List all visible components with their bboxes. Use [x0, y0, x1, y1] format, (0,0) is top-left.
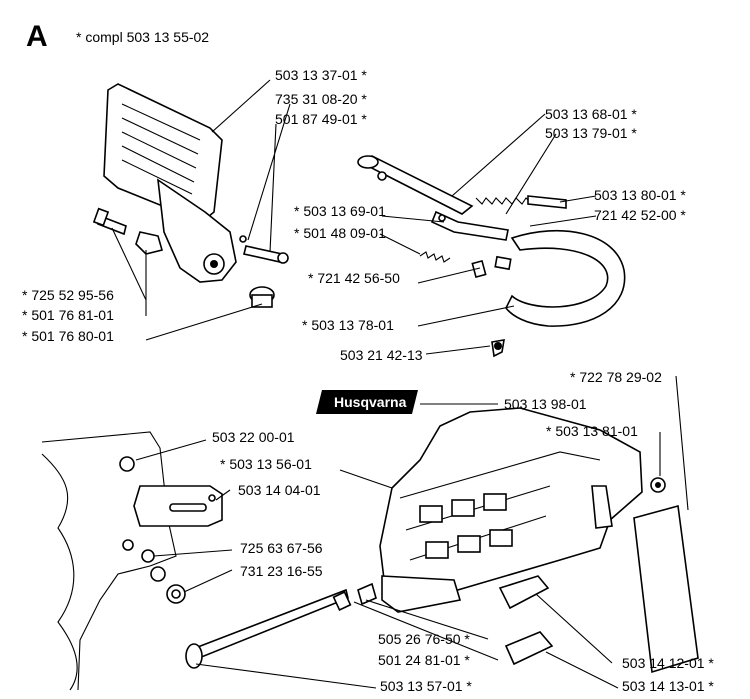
crankcase-outline	[41, 431, 177, 691]
bar-adjuster-screw	[185, 588, 349, 669]
part-label-505-26-76-50: 505 26 76-50 *	[378, 631, 470, 647]
part-label-725-52-95-56: * 725 52 95-56	[22, 287, 114, 303]
brake-pin-drawing	[527, 195, 567, 209]
guard-handle-drawing	[103, 83, 237, 283]
clutch-cover-drawing	[379, 407, 643, 613]
cover-screw-drawing	[650, 477, 666, 493]
part-label-503-22-00-01: 503 22 00-01	[212, 429, 295, 445]
brake-band-drawing	[505, 229, 626, 327]
decal-brand-text: Husqvarna	[334, 394, 407, 410]
part-label-503-14-04-01: 503 14 04-01	[238, 482, 321, 498]
part-number-labels: 503 13 37-01 * 735 31 08-20 * 501 87 49-01…	[22, 67, 714, 694]
part-label-503-13-37-01: 503 13 37-01 *	[275, 67, 367, 83]
part-label-722-78-29-02: * 722 78 29-02	[570, 369, 662, 385]
part-label-503-13-56-01: * 503 13 56-01	[220, 456, 312, 472]
part-label-503-13-81-01: * 503 13 81-01	[546, 423, 638, 439]
part-label-503-13-98-01: 503 13 98-01	[504, 396, 587, 412]
part-label-721-42-52-00: 721 42 52-00 *	[594, 207, 686, 223]
part-label-501-76-80-01: * 501 76 80-01	[22, 328, 114, 344]
part-label-503-13-57-01: 503 13 57-01 *	[380, 678, 472, 694]
part-label-501-48-09-01: * 501 48 09-01	[294, 225, 386, 241]
brake-lever-drawing	[430, 210, 509, 241]
handle-screw-right	[239, 235, 289, 264]
part-label-503-13-80-01: 503 13 80-01 *	[594, 187, 686, 203]
part-label-503-13-79-01: 503 13 79-01 *	[545, 125, 637, 141]
decal-drawing: Husqvarna	[316, 390, 418, 414]
part-label-501-87-49-01: 501 87 49-01 *	[275, 111, 367, 127]
section-letter: A	[26, 20, 48, 53]
band-pin-drawing	[471, 255, 512, 279]
part-label-503-13-69-01: * 503 13 69-01	[294, 203, 386, 219]
adjuster-nut-drawing	[332, 582, 377, 611]
part-label-503-14-12-01: 503 14 12-01 *	[622, 655, 714, 671]
assembly-note: * compl 503 13 55-02	[76, 29, 209, 45]
part-label-501-24-81-01: 501 24 81-01 *	[378, 652, 470, 668]
part-label-503-21-42-13: 503 21 42-13	[340, 347, 423, 363]
chain-catcher-plate	[133, 485, 223, 527]
part-label-501-76-81-01: * 501 76 81-01	[22, 307, 114, 323]
small-spring-drawing	[419, 251, 451, 263]
part-label-725-63-67-56: 725 63 67-56	[240, 540, 323, 556]
brake-spring-drawing	[475, 197, 533, 205]
cover-cap-drawing	[504, 631, 554, 666]
part-label-503-14-13-01: 503 14 13-01 *	[622, 678, 714, 694]
leader-lines	[111, 79, 689, 689]
part-label-503-13-68-01: 503 13 68-01 *	[545, 106, 637, 122]
part-label-721-42-56-50: * 721 42 56-50	[308, 270, 400, 286]
part-label-735-31-08-20: 735 31 08-20 *	[275, 91, 367, 107]
band-screw-drawing	[491, 339, 505, 358]
side-cover-drawing	[633, 504, 699, 674]
brake-rod-drawing	[357, 155, 474, 215]
stud-and-nut-drawing	[141, 549, 186, 604]
cover-wedge-drawing	[498, 575, 550, 610]
part-label-503-13-78-01: * 503 13 78-01	[302, 317, 394, 333]
part-label-731-23-16-55: 731 23 16-55	[240, 563, 323, 579]
handle-screw-left	[92, 207, 163, 255]
handle-nut	[249, 286, 275, 308]
